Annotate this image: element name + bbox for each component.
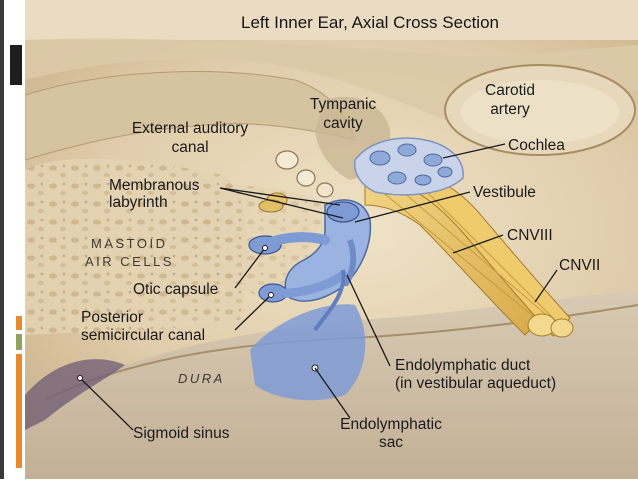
sigmoid-sinus-shape (25, 359, 125, 430)
label-cnviii: CNVIII (507, 227, 553, 244)
label-membranous-labyrinth-1: Membranous (109, 177, 200, 194)
label-tympanic-cavity-1: Tympanic (310, 96, 377, 113)
cranial-nerve-bundle (364, 174, 574, 338)
label-mastoid-air-cells-1: MASTOID (91, 236, 168, 251)
slide-accent-orange-small (16, 316, 22, 330)
label-cnvii: CNVII (559, 257, 600, 274)
label-external-auditory-canal-1: External auditory (132, 120, 249, 137)
inner-ear-illustration: Left Inner Ear, Axial Cross Section Caro… (24, 0, 638, 479)
cochlea-shape (353, 137, 464, 196)
label-endolymphatic-sac-2: sac (379, 434, 403, 451)
label-vestibule: Vestibule (473, 184, 536, 201)
label-carotid-artery-1: Carotid (485, 82, 535, 99)
leader-lines (77, 143, 558, 431)
label-sigmoid-sinus: Sigmoid sinus (133, 425, 230, 442)
label-membranous-labyrinth-2: labyrinth (109, 194, 168, 211)
label-endolymphatic-duct-1: Endolymphatic duct (395, 357, 531, 374)
endolymphatic-sac-shape (250, 304, 366, 401)
label-dura: DURA (178, 371, 225, 386)
endolymphatic-duct-shape (313, 269, 346, 332)
label-carotid-artery-2: artery (490, 101, 530, 118)
label-endolymphatic-duct-2: (in vestibular aqueduct) (395, 375, 556, 392)
figure-title: Left Inner Ear, Axial Cross Section (241, 13, 499, 32)
label-cochlea: Cochlea (508, 137, 565, 154)
label-posterior-semicircular-canal-1: Posterior (81, 309, 143, 326)
inner-ear-svg: Left Inner Ear, Axial Cross Section Caro… (24, 0, 638, 479)
label-otic-capsule: Otic capsule (133, 281, 218, 298)
slide-accent-dark-bar (0, 0, 4, 479)
label-external-auditory-canal-2: canal (171, 139, 208, 156)
label-tympanic-cavity-2: cavity (323, 115, 363, 132)
label-mastoid-air-cells-2: AIR CELLS (85, 254, 174, 269)
label-endolymphatic-sac-1: Endolymphatic (340, 416, 442, 433)
slide-accent-green (16, 334, 22, 350)
membranous-labyrinth-shape (248, 199, 372, 303)
slide-accent-orange-long (16, 354, 22, 468)
slide-accent-block-top (10, 45, 22, 85)
label-posterior-semicircular-canal-2: semicircular canal (81, 327, 205, 344)
